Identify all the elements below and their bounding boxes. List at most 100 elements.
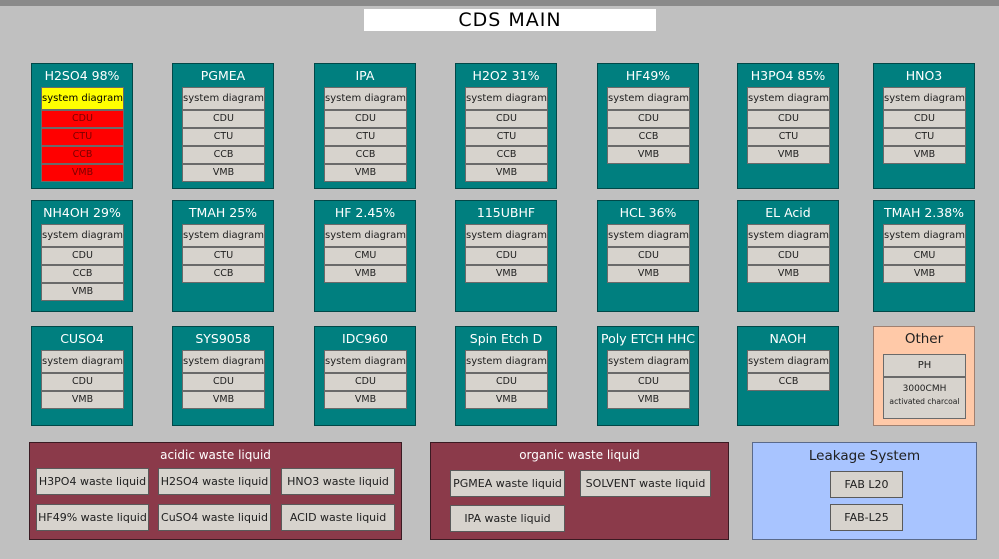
ccb-button[interactable]: CCB xyxy=(465,146,548,164)
ccb-button[interactable]: CCB xyxy=(607,128,690,146)
system-diagram-button[interactable]: system diagram xyxy=(607,350,690,373)
cdu-button[interactable]: CDU xyxy=(607,110,690,128)
system-diagram-button[interactable]: system diagram xyxy=(607,87,690,110)
panel-title: H3PO4 85% xyxy=(750,68,826,83)
ccb-button[interactable]: CCB xyxy=(41,146,124,164)
ipa-waste-button[interactable]: IPA waste liquid xyxy=(450,505,565,532)
ccb-button[interactable]: CCB xyxy=(747,373,830,391)
leakage-system-title: Leakage System xyxy=(808,448,921,464)
system-diagram-button[interactable]: system diagram xyxy=(324,350,407,373)
panel-title: NAOH xyxy=(769,331,807,346)
system-diagram-button[interactable]: system diagram xyxy=(182,350,265,373)
cdu-button[interactable]: CDU xyxy=(182,373,265,391)
vmb-button[interactable]: VMB xyxy=(41,283,124,301)
organic-waste-title: organic waste liquid xyxy=(519,448,640,462)
cdu-button[interactable]: CDU xyxy=(607,373,690,391)
cdu-button[interactable]: CDU xyxy=(182,110,265,128)
ctu-button[interactable]: CTU xyxy=(747,128,830,146)
cdu-button[interactable]: CDU xyxy=(324,110,407,128)
ctu-button[interactable]: CTU xyxy=(324,128,407,146)
system-diagram-button[interactable]: system diagram xyxy=(465,224,548,247)
system-diagram-button[interactable]: system diagram xyxy=(465,350,548,373)
cdu-button[interactable]: CDU xyxy=(465,373,548,391)
ctu-button[interactable]: CTU xyxy=(41,128,124,146)
ccb-button[interactable]: CCB xyxy=(41,265,124,283)
vmb-button[interactable]: VMB xyxy=(41,164,124,182)
vmb-button[interactable]: VMB xyxy=(324,164,407,182)
ctu-button[interactable]: CTU xyxy=(182,128,265,146)
panel-title: HF 2.45% xyxy=(334,205,396,220)
vmb-button[interactable]: VMB xyxy=(182,391,265,409)
cdu-button[interactable]: CDU xyxy=(607,247,690,265)
acid-waste-button[interactable]: ACID waste liquid xyxy=(281,504,395,531)
vmb-button[interactable]: VMB xyxy=(41,391,124,409)
vmb-button[interactable]: VMB xyxy=(324,391,407,409)
vmb-button[interactable]: VMB xyxy=(747,146,830,164)
h3po4-waste-button[interactable]: H3PO4 waste liquid xyxy=(36,468,149,495)
cdu-button[interactable]: CDU xyxy=(747,247,830,265)
system-diagram-button[interactable]: system diagram xyxy=(747,224,830,247)
h2so4-waste-button[interactable]: H2SO4 waste liquid xyxy=(158,468,271,495)
panel-title: TMAH 2.38% xyxy=(883,205,965,220)
vmb-button[interactable]: VMB xyxy=(883,146,966,164)
vmb-button[interactable]: VMB xyxy=(607,146,690,164)
ctu-button[interactable]: CTU xyxy=(182,247,265,265)
ph-button[interactable]: PH xyxy=(883,354,966,377)
vmb-button[interactable]: VMB xyxy=(883,265,966,283)
pgmea-waste-button[interactable]: PGMEA waste liquid xyxy=(450,470,565,497)
vmb-button[interactable]: VMB xyxy=(465,164,548,182)
fab-l20-button[interactable]: FAB L20 xyxy=(830,471,903,498)
activated-charcoal-button[interactable]: 3000CMH activated charcoal xyxy=(883,377,966,419)
ccb-button[interactable]: CCB xyxy=(182,146,265,164)
vmb-button[interactable]: VMB xyxy=(747,265,830,283)
panel-title: 115UBHF xyxy=(476,205,536,220)
system-diagram-button[interactable]: system diagram xyxy=(182,224,265,247)
system-diagram-button[interactable]: system diagram xyxy=(883,224,966,247)
vmb-button[interactable]: VMB xyxy=(465,391,548,409)
hno3-waste-button[interactable]: HNO3 waste liquid xyxy=(281,468,395,495)
system-diagram-button[interactable]: system diagram xyxy=(41,87,124,110)
vmb-button[interactable]: VMB xyxy=(607,265,690,283)
cuso4-waste-button[interactable]: CuSO4 waste liquid xyxy=(158,504,271,531)
cdu-button[interactable]: CDU xyxy=(41,247,124,265)
system-diagram-button[interactable]: system diagram xyxy=(324,224,407,247)
cdu-button[interactable]: CDU xyxy=(747,110,830,128)
system-diagram-button[interactable]: system diagram xyxy=(41,224,124,247)
cdu-button[interactable]: CDU xyxy=(41,373,124,391)
system-diagram-button[interactable]: system diagram xyxy=(182,87,265,110)
system-diagram-button[interactable]: system diagram xyxy=(41,350,124,373)
cdu-button[interactable]: CDU xyxy=(465,110,548,128)
system-diagram-button[interactable]: system diagram xyxy=(324,87,407,110)
cdu-button[interactable]: CDU xyxy=(324,373,407,391)
system-diagram-button[interactable]: system diagram xyxy=(465,87,548,110)
system-diagram-button[interactable]: system diagram xyxy=(747,87,830,110)
ctu-button[interactable]: CTU xyxy=(883,128,966,146)
panel-title: CUSO4 xyxy=(60,331,104,346)
vmb-button[interactable]: VMB xyxy=(182,164,265,182)
vmb-button[interactable]: VMB xyxy=(324,265,407,283)
system-diagram-button[interactable]: system diagram xyxy=(883,87,966,110)
cdu-button[interactable]: CDU xyxy=(465,247,548,265)
fab-l25-button[interactable]: FAB-L25 xyxy=(830,504,903,531)
solvent-waste-button[interactable]: SOLVENT waste liquid xyxy=(580,470,711,497)
cmu-button[interactable]: CMU xyxy=(324,247,407,265)
system-diagram-button[interactable]: system diagram xyxy=(747,350,830,373)
cdu-button[interactable]: CDU xyxy=(883,110,966,128)
vmb-button[interactable]: VMB xyxy=(465,265,548,283)
cmu-button[interactable]: CMU xyxy=(883,247,966,265)
vmb-button[interactable]: VMB xyxy=(607,391,690,409)
hf49-waste-button[interactable]: HF49% waste liquid xyxy=(36,504,149,531)
panel-other-title: Other xyxy=(904,331,944,347)
ccb-button[interactable]: CCB xyxy=(182,265,265,283)
system-diagram-button[interactable]: system diagram xyxy=(607,224,690,247)
cdu-button[interactable]: CDU xyxy=(41,110,124,128)
ctu-button[interactable]: CTU xyxy=(465,128,548,146)
ccb-button[interactable]: CCB xyxy=(324,146,407,164)
